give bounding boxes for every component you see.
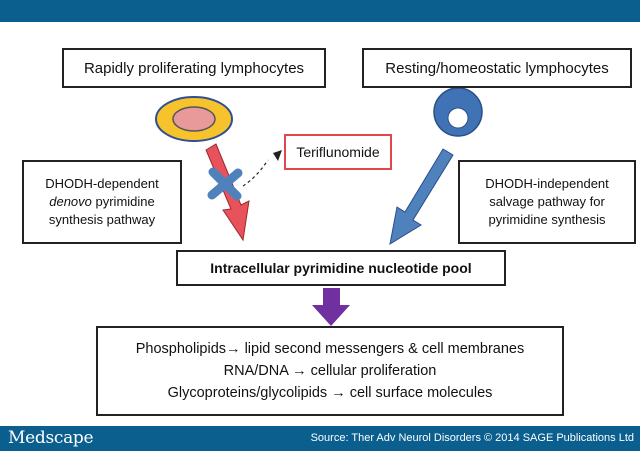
nucleotide-pool-label: Intracellular pyrimidine nucleotide pool: [210, 260, 472, 276]
source-credit: Source: Ther Adv Neurol Disorders © 2014…: [310, 432, 634, 444]
inhibition-arrowhead-icon: [273, 150, 282, 161]
proliferating-lymphocytes-box: Rapidly proliferating lymphocytes: [62, 48, 326, 88]
proliferating-lymphocytes-label: Rapidly proliferating lymphocytes: [83, 59, 305, 77]
inhibition-connector: [242, 159, 269, 187]
resting-lymphocytes-label: Resting/homeostatic lymphocytes: [385, 59, 609, 77]
salvage-line-3: pyrimidine synthesis: [488, 212, 606, 227]
resting-cell-nucleus-icon: [447, 107, 469, 129]
teriflunomide-box: Teriflunomide: [284, 134, 392, 170]
salvage-line-1: DHODH-independent: [485, 176, 609, 191]
footer-bar: Medscape Source: Ther Adv Neurol Disorde…: [0, 426, 640, 451]
salvage-pathway-box: DHODH-independent salvage pathway for py…: [458, 160, 636, 244]
outcome-rna-dna: RNA/DNA → cellular proliferation: [223, 363, 437, 379]
cell-nucleus-icon: [172, 106, 216, 132]
salvage-arrow-icon: [389, 148, 454, 246]
nucleotide-pool-box: Intracellular pyrimidine nucleotide pool: [176, 250, 506, 286]
blocked-cross-icon: [207, 167, 243, 201]
denovo-line-3: synthesis pathway: [48, 212, 156, 227]
salvage-line-2: salvage pathway for: [489, 194, 605, 209]
teriflunomide-label: Teriflunomide: [296, 144, 380, 160]
denovo-pathway-box: DHODH-dependent denovo pyrimidine synthe…: [22, 160, 182, 244]
header-bar: [0, 0, 640, 22]
denovo-italic-word: denovo: [49, 194, 92, 209]
down-arrow-icon: [312, 288, 350, 326]
resting-lymphocytes-box: Resting/homeostatic lymphocytes: [362, 48, 632, 88]
medscape-logo: Medscape: [8, 428, 94, 448]
denovo-line-1: DHODH-dependent: [45, 176, 159, 191]
outcomes-box: Phospholipids→ lipid second messengers &…: [96, 326, 564, 416]
outcome-phospholipids: Phospholipids→ lipid second messengers &…: [135, 341, 525, 357]
denovo-line-2-rest: pyrimidine: [91, 194, 155, 209]
outcome-glycoproteins: Glycoproteins/glycolipids → cell surface…: [167, 385, 493, 401]
denovo-line-2: denovo pyrimidine: [49, 193, 155, 211]
